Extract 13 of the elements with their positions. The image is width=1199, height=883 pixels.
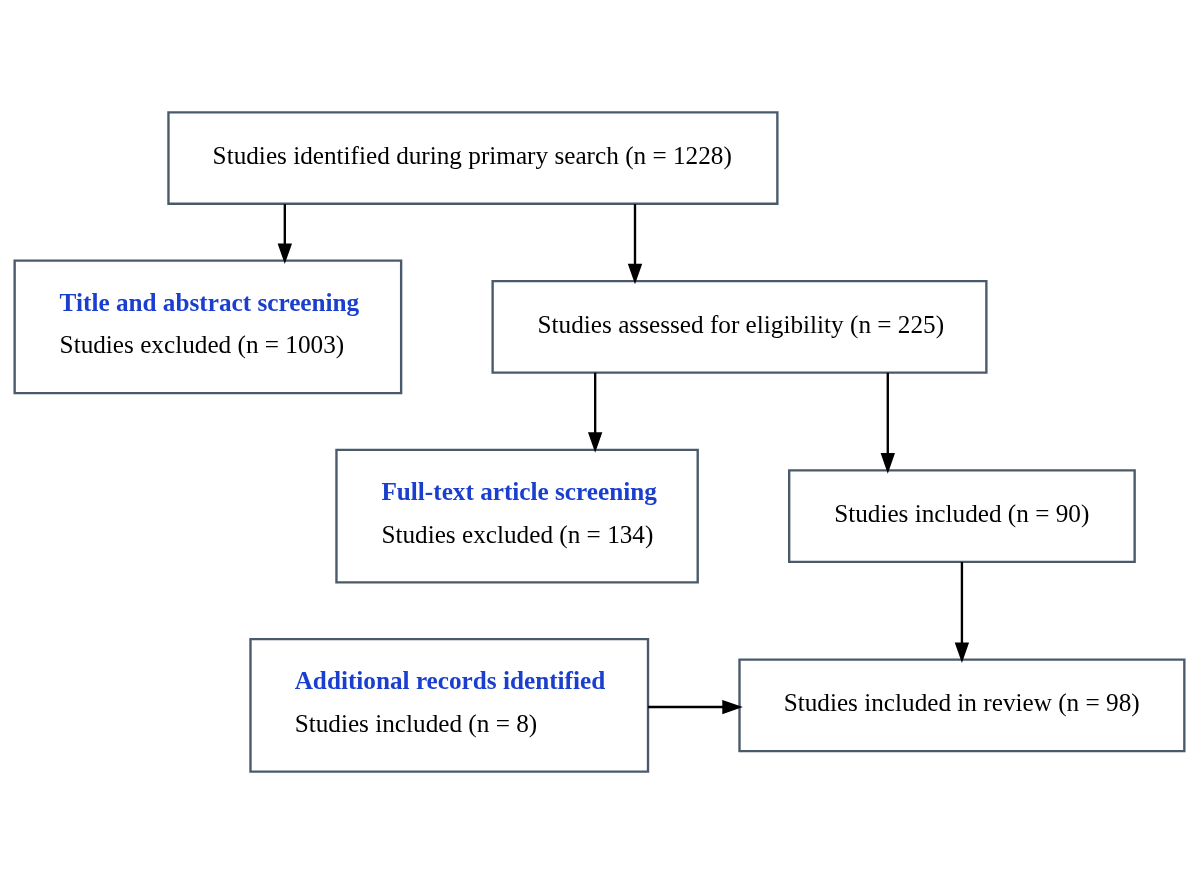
node-box: Studies included in review (n = 98) — [738, 658, 1186, 752]
node-box: Full-text article screening Studies excluded (n = 134) — [335, 448, 699, 584]
node-box: Additional records identified Studies included (n = 8) — [249, 637, 650, 773]
node-box: Studies included (n = 90) — [788, 468, 1136, 563]
arrow — [277, 203, 292, 264]
arrow — [880, 372, 895, 474]
node-box: Studies identified during primary search (n = 1228) — [167, 110, 779, 205]
node-box: Studies assessed for eligibility (n = 225) — [491, 279, 988, 374]
arrow — [648, 699, 743, 714]
arrow — [627, 203, 643, 284]
node-box: Title and abstract screening Studies excluded (n = 1003) — [13, 258, 403, 394]
arrow — [587, 372, 603, 453]
arrow — [954, 561, 970, 663]
